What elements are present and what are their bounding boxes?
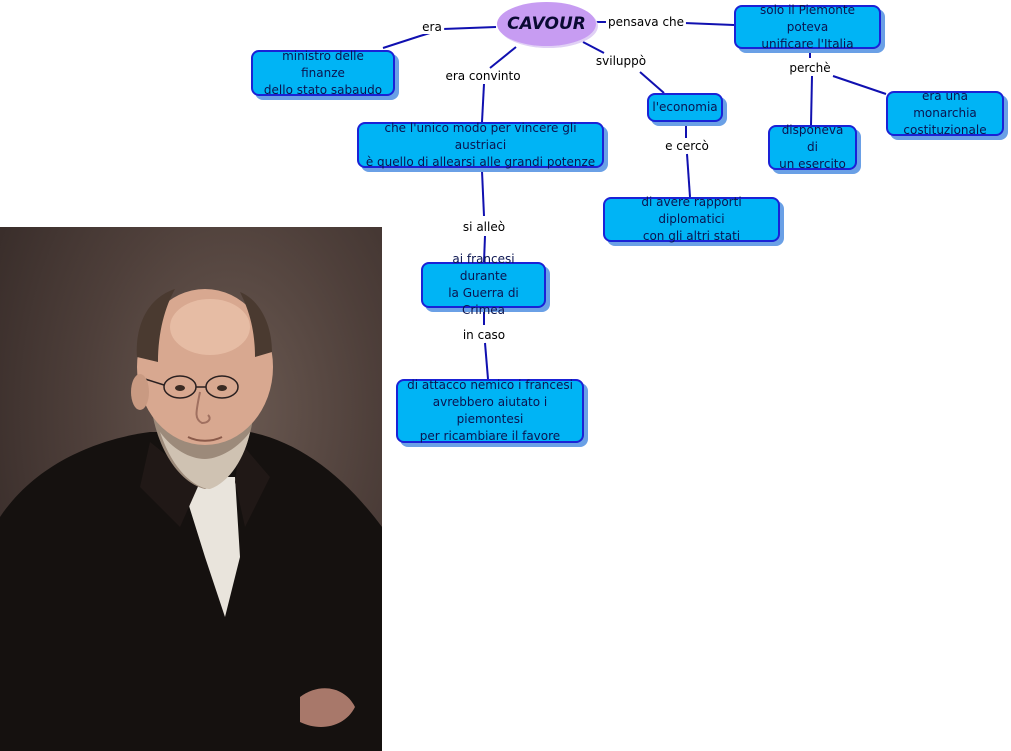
node-francesi[interactable]: ai francesi durante la Guerra di Crimea — [421, 252, 546, 317]
connector-perche-2 — [810, 75, 813, 126]
node-rapporti[interactable]: di avere rapporti diplomatici con gli al… — [603, 195, 780, 243]
link-label-e-cerco: e cercò — [663, 139, 711, 153]
link-label-perche: perchè — [787, 61, 833, 75]
node-esercito[interactable]: disponeva di un esercito — [768, 123, 857, 171]
connector-pensava-che-2 — [683, 22, 735, 26]
connector-e-cerco-2 — [686, 153, 691, 198]
link-label-pensava-che: pensava che — [605, 15, 687, 29]
link-label-era-convinto: era convinto — [443, 69, 523, 83]
node-piemonte[interactable]: solo il Piemonte poteva unificare l'Ital… — [734, 3, 881, 51]
connector-sviluppo-2 — [639, 71, 665, 94]
connector-in-caso-2 — [484, 342, 489, 380]
link-label-sviluppo: sviluppò — [593, 54, 649, 68]
link-label-in-caso: in caso — [460, 328, 508, 342]
connector-era-convinto — [489, 46, 517, 69]
link-label-era: era — [420, 20, 444, 34]
connector-si-alleo — [481, 170, 485, 217]
portrait-illustration — [0, 289, 382, 751]
portrait-image — [0, 227, 382, 751]
connector-perche-3 — [832, 75, 887, 95]
connector-era-convinto-2 — [481, 83, 485, 123]
node-attacco[interactable]: di attacco nemico i francesi avrebbero a… — [396, 378, 584, 443]
node-ministro[interactable]: ministro delle finanze dello stato sabau… — [251, 49, 395, 97]
node-monarchia[interactable]: era una monarchia costituzionale — [886, 89, 1004, 137]
node-unico-modo[interactable]: che l'unico modo per vincere gli austria… — [357, 121, 604, 169]
connector-sviluppo — [582, 41, 605, 54]
node-economia[interactable]: l'economia — [647, 93, 723, 122]
link-label-si-alleo: si alleò — [460, 220, 508, 234]
root-node-cavour[interactable]: CAVOUR — [497, 2, 596, 46]
connector-si-alleo-2 — [483, 235, 486, 263]
